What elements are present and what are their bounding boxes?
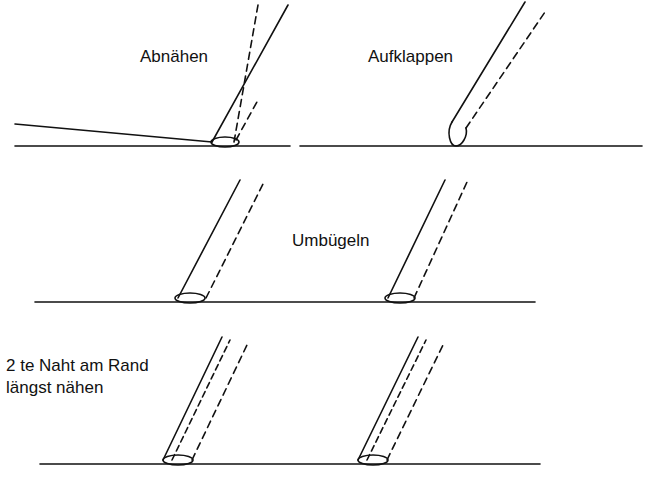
- step-label: Umbügeln: [292, 230, 370, 252]
- seam-step-sew: [15, 5, 300, 147]
- step-label: Abnähen: [140, 46, 208, 68]
- seam-step-press: [35, 180, 535, 303]
- step-label: 2 te Naht am Rand längst nähen: [6, 355, 156, 399]
- step-label: Aufklappen: [368, 46, 453, 68]
- seam-line: [234, 5, 258, 142]
- seam-step-open: [300, 2, 642, 146]
